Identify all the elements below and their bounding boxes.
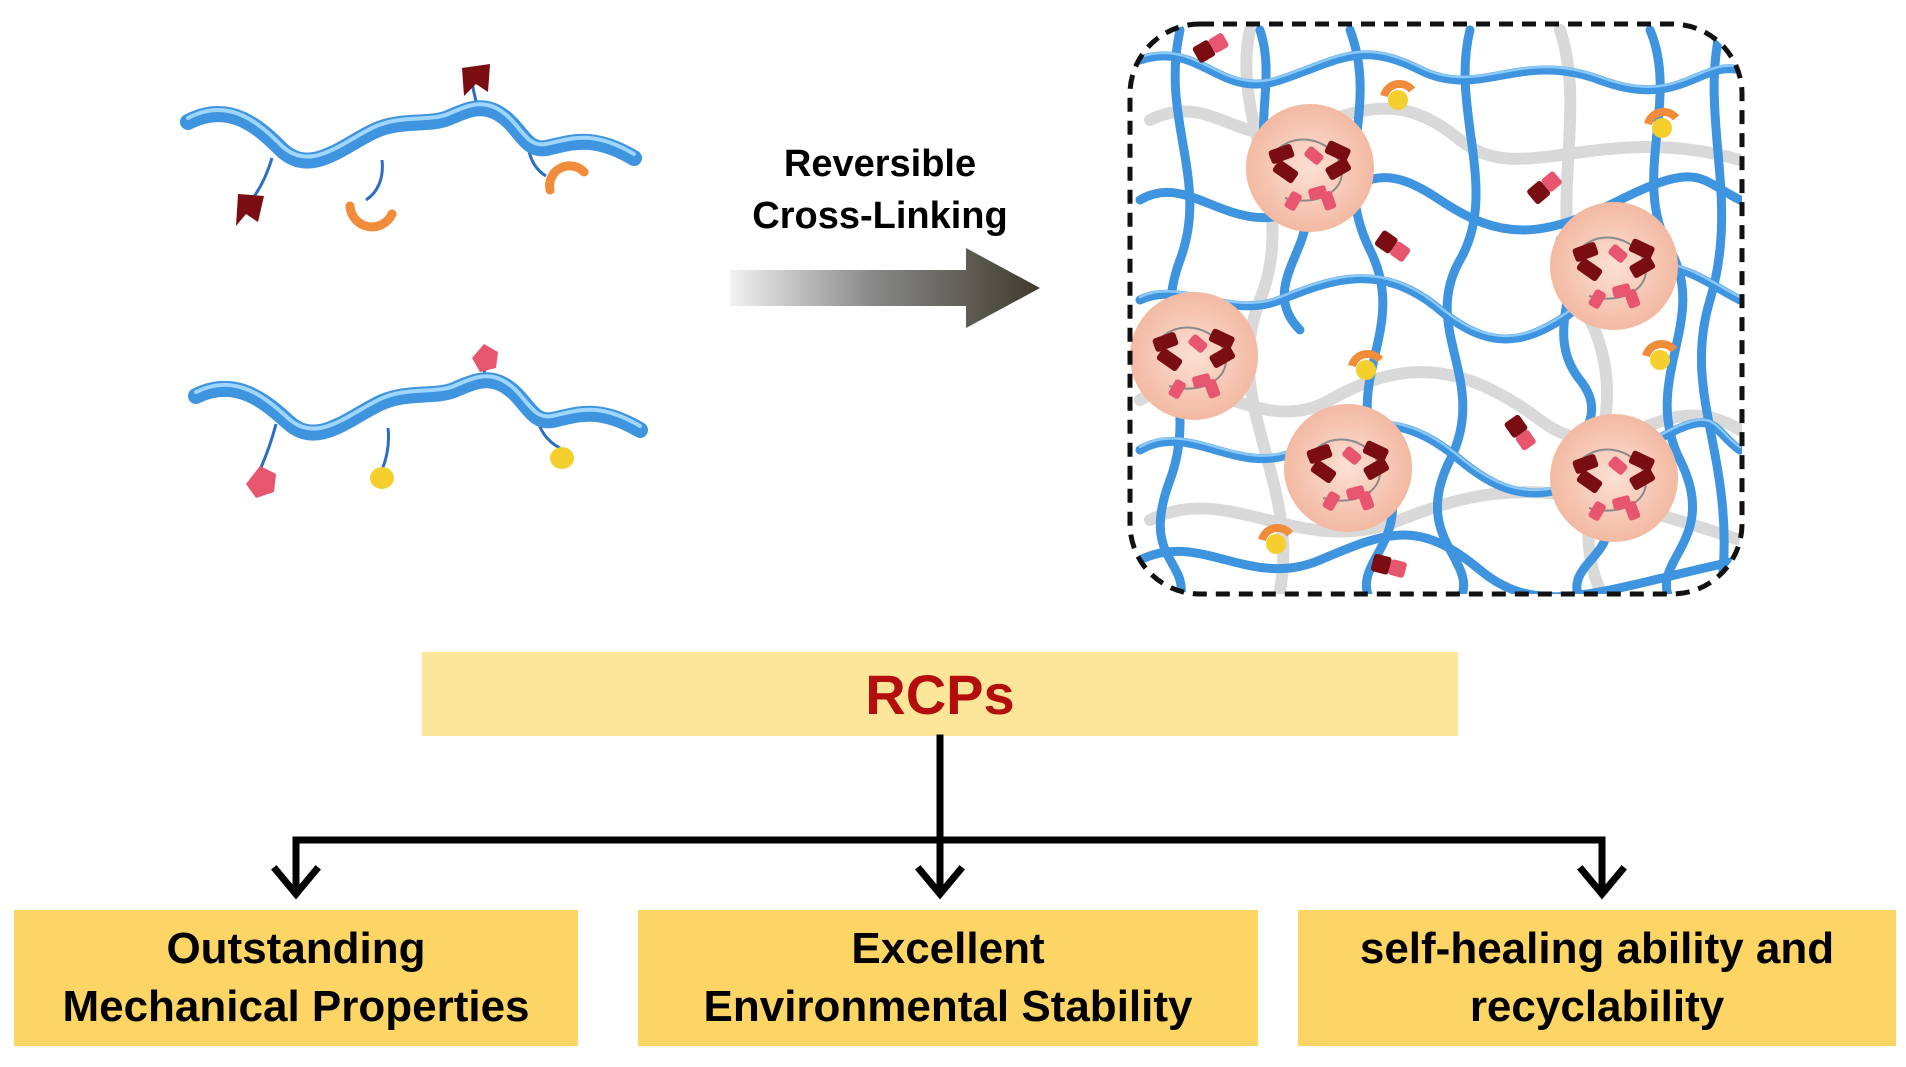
crosslink-clusters xyxy=(1130,104,1678,542)
property-3-line2: recyclability xyxy=(1469,982,1725,1031)
center-box-bg xyxy=(422,652,1458,736)
arrow-label-line1: Reversible xyxy=(783,143,977,185)
property-box-bg-1 xyxy=(14,910,578,1046)
tree-connector xyxy=(271,734,1627,900)
property-1-line2: Mechanical Properties xyxy=(62,982,530,1031)
property-2-line2: Environmental Stability xyxy=(703,982,1193,1031)
paired-links xyxy=(1192,33,1562,578)
property-box-3: self-healing ability and recyclability xyxy=(1298,910,1896,1046)
host-guest-pairs xyxy=(1258,80,1680,554)
property-2-line1: Excellent xyxy=(851,924,1045,973)
property-box-bg-3 xyxy=(1298,910,1896,1046)
property-3-line1: self-healing ability and xyxy=(1359,924,1835,973)
polymer-chain-1 xyxy=(180,64,642,232)
crosslinked-network xyxy=(1127,21,1745,597)
property-box-2: Excellent Environmental Stability xyxy=(638,910,1258,1046)
arrow-label-line2: Cross-Linking xyxy=(752,195,1008,237)
reaction-arrow xyxy=(730,248,1040,328)
property-box-bg-2 xyxy=(638,910,1258,1046)
center-label: RCPs xyxy=(865,662,1015,726)
polymer-chain-2 xyxy=(188,344,648,498)
arrow-label: Reversible Cross-Linking xyxy=(700,138,1060,242)
property-1-line1: Outstanding xyxy=(166,924,426,973)
center-box: RCPs xyxy=(422,652,1458,736)
property-box-1: Outstanding Mechanical Properties xyxy=(14,910,578,1046)
